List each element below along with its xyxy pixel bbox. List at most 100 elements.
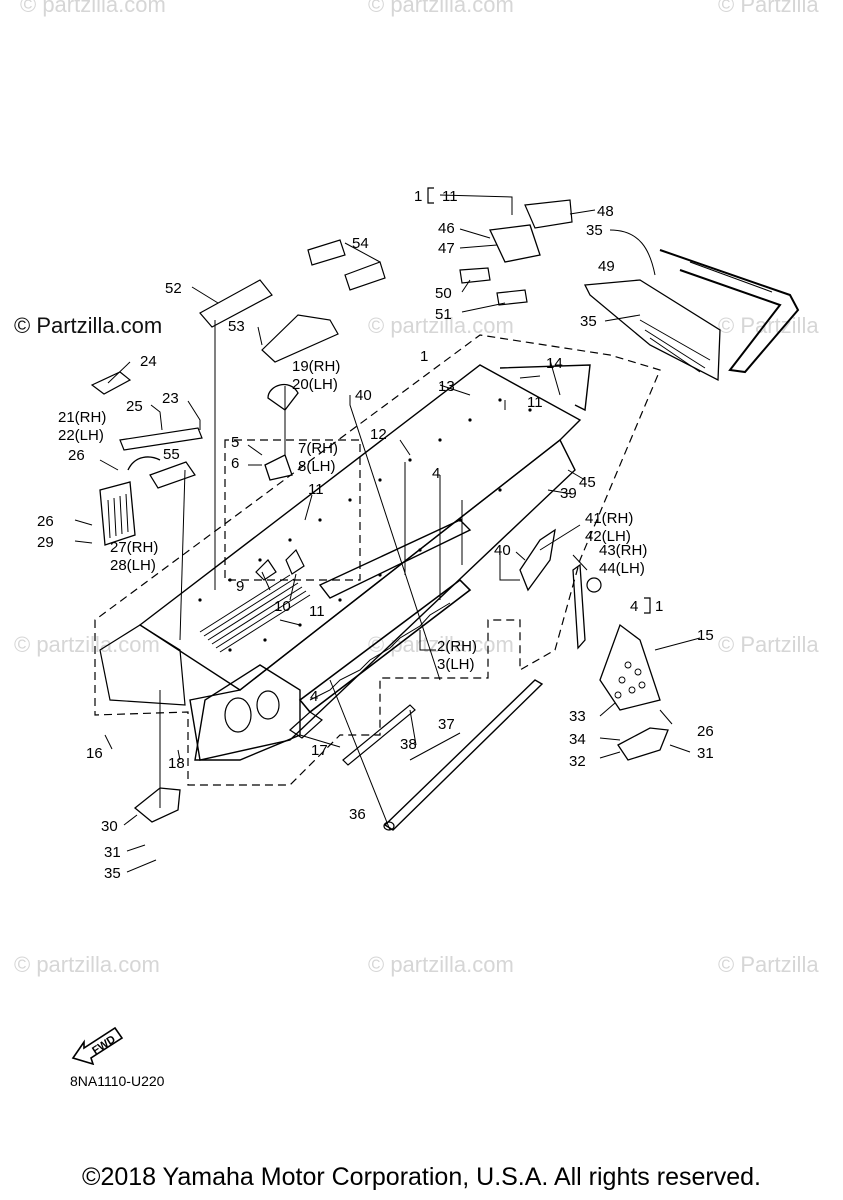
decal-51 [496, 289, 528, 306]
callout-26-left: 26 [68, 447, 85, 464]
watermark-top-left: © partzilla.com [20, 0, 166, 17]
callout-1-right: 1 [655, 598, 664, 615]
callout-31-left: 31 [104, 844, 121, 861]
watermark-main: © Partzilla.com [14, 313, 163, 338]
part-10-mount [285, 548, 305, 575]
part-32-step [617, 727, 669, 761]
watermark-mid-center: © partzilla.com [368, 313, 514, 338]
decal-50 [459, 267, 491, 284]
decal-53 [261, 314, 339, 363]
callout-32: 32 [569, 753, 586, 770]
watermark-bottom-left: © partzilla.com [14, 952, 160, 977]
part-19-flap [267, 383, 299, 411]
callout-35-top: 35 [586, 222, 603, 239]
decal-54b [344, 261, 386, 291]
callout-22: 22(LH) [58, 427, 104, 444]
part-38-strip [342, 704, 416, 766]
callout-36: 36 [349, 806, 366, 823]
callout-19: 19(RH) [292, 358, 341, 375]
watermark-top-right: © Partzilla [718, 0, 819, 17]
part-30-plate [133, 787, 181, 823]
callout-9: 9 [236, 578, 245, 595]
callout-55: 55 [163, 446, 180, 463]
part-15-holes [614, 661, 646, 699]
callout-1-top: 1 [414, 188, 423, 205]
assembly-boundary-dashed [94, 334, 661, 786]
watermark-bottom-right: © Partzilla [718, 952, 819, 977]
diagram-code: 8NA1110-U220 [70, 1073, 165, 1089]
bulkhead-hole-b [256, 690, 280, 720]
callout-40-top: 40 [355, 387, 372, 404]
callout-48: 48 [597, 203, 614, 220]
callout-24: 24 [140, 353, 157, 370]
part-17-bracket [289, 711, 323, 739]
callout-26-right: 26 [697, 723, 714, 740]
callout-49: 49 [598, 258, 615, 275]
callout-29: 29 [37, 534, 54, 551]
callout-17: 17 [311, 742, 328, 759]
part-24-bracket [90, 371, 132, 395]
callout-45: 45 [579, 474, 596, 491]
leader-lines [74, 194, 701, 873]
tunnel-side-panel [189, 438, 576, 761]
rear-bumper [499, 364, 591, 412]
callout-31-right: 31 [697, 745, 714, 762]
snowflap [583, 279, 721, 382]
rear-rack [659, 249, 800, 374]
callout-3: 3(LH) [437, 656, 475, 673]
bulkhead-hole-a [224, 697, 252, 733]
callout-8: 8(LH) [298, 458, 336, 475]
forward-arrow-icon: FWD [71, 1026, 124, 1065]
callout-53: 53 [228, 318, 245, 335]
callout-13: 13 [438, 378, 455, 395]
callout-35-mid: 35 [580, 313, 597, 330]
callout-47: 47 [438, 240, 455, 257]
watermark-bottom-center: © partzilla.com [368, 952, 514, 977]
rear-rack-inner [689, 261, 773, 293]
decal-52 [199, 279, 273, 328]
tail-light-bracket [524, 199, 573, 229]
part-15-running-board [599, 623, 661, 711]
callout-16: 16 [86, 745, 103, 762]
assembly-boundary-dashed-2 [224, 439, 361, 581]
part-36-bar-end [383, 821, 395, 831]
bracket-1-11-top [427, 187, 434, 204]
bulkhead-panel [194, 664, 301, 761]
watermark-mid-right: © Partzilla [718, 313, 819, 338]
callout-4-low: 4 [310, 688, 319, 705]
callout-27: 27(RH) [110, 539, 159, 556]
callout-7: 7(RH) [298, 440, 338, 457]
callout-44: 44(LH) [599, 560, 645, 577]
part-37-bar [383, 679, 544, 831]
part-55-plate [149, 461, 196, 489]
vent-slots [199, 574, 311, 653]
callout-33: 33 [569, 708, 586, 725]
callout-37: 37 [438, 716, 455, 733]
part-21-brace [119, 427, 203, 451]
callout-23: 23 [162, 390, 179, 407]
heat-exchanger-fins [309, 602, 451, 701]
part-27-slots [107, 493, 129, 539]
part-22-brace-curve [127, 456, 161, 471]
callout-46: 46 [438, 220, 455, 237]
callout-21: 21(RH) [58, 409, 107, 426]
part-27-guard [99, 481, 136, 546]
part-9-mount [255, 559, 277, 581]
callout-11-top: 11 [442, 188, 458, 205]
callout-20: 20(LH) [292, 376, 338, 393]
part-43-strip [572, 563, 586, 650]
callout-1: 1 [420, 348, 429, 365]
callout-50: 50 [435, 285, 452, 302]
callout-2: 2(RH) [437, 638, 477, 655]
callout-35-bottom: 35 [104, 865, 121, 882]
callout-11-right: 11 [527, 394, 543, 411]
tail-light-housing [489, 224, 541, 263]
callout-12: 12 [370, 426, 387, 443]
callout-4-right: 4 [630, 598, 639, 615]
callout-42: 42(LH) [585, 528, 631, 545]
callout-15: 15 [697, 627, 714, 644]
part-7-bracket [264, 454, 293, 481]
tunnel-top-panel [138, 364, 582, 691]
